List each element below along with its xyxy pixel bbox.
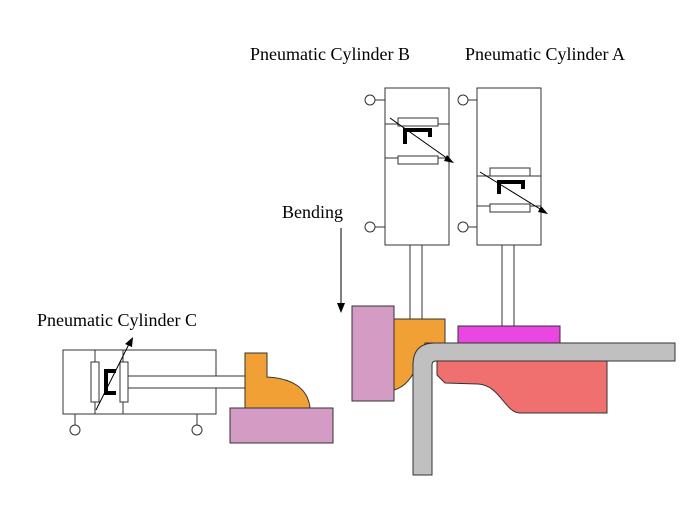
cylinder-b-piston-cap-top <box>397 117 439 127</box>
red-lower-die <box>436 360 608 414</box>
cylinder-a-piston-cap-top <box>489 167 531 177</box>
cylinder-c-label: Pneumatic Cylinder C <box>37 310 197 330</box>
pneumatic-cylinder-a <box>457 87 548 328</box>
cylinder-b-piston-cap-bottom <box>397 155 439 165</box>
cylinder-a-valve-symbol <box>497 180 525 194</box>
pneumatic-cylinder-b <box>364 87 454 320</box>
cylinder-a-adjust-arrow <box>479 171 548 214</box>
cylinder-c-orange-punch <box>244 352 311 409</box>
cylinder-c-rod <box>127 375 247 389</box>
cylinder-a-rod <box>501 244 515 328</box>
cylinder-b-port-bottom <box>364 221 376 233</box>
cylinder-c-piston-cap-right <box>119 361 129 403</box>
cylinder-c-adjust-arrow <box>95 337 133 411</box>
cylinder-c-port-left <box>69 424 81 436</box>
cylinder-c-pink-base <box>229 407 334 444</box>
cylinder-a-piston-cap-bottom <box>489 203 531 213</box>
bending-pink-block <box>351 305 395 402</box>
magenta-pressure-pad <box>457 325 561 345</box>
cylinder-a-port-bottom <box>457 221 469 233</box>
bending-label: Bending <box>282 202 343 222</box>
cylinder-a-body <box>476 87 542 246</box>
cylinder-c-port-right <box>191 424 203 436</box>
cylinder-b-label: Pneumatic Cylinder B <box>250 44 410 64</box>
cylinder-a-port-top <box>457 94 469 106</box>
cylinder-b-valve-symbol <box>403 128 432 144</box>
gray-sheet-metal <box>412 342 676 476</box>
cylinder-b-rod <box>409 244 423 320</box>
cylinder-b-port-top <box>364 94 376 106</box>
cylinder-c-piston-cap-left <box>90 361 100 403</box>
pneumatic-cylinder-c <box>62 337 247 436</box>
cylinder-b-body <box>384 87 450 246</box>
cylinder-c-valve-symbol <box>104 369 116 395</box>
cylinder-a-label: Pneumatic Cylinder A <box>465 44 625 64</box>
bending-arrow <box>337 228 345 313</box>
cylinder-b-adjust-arrow <box>389 117 454 163</box>
